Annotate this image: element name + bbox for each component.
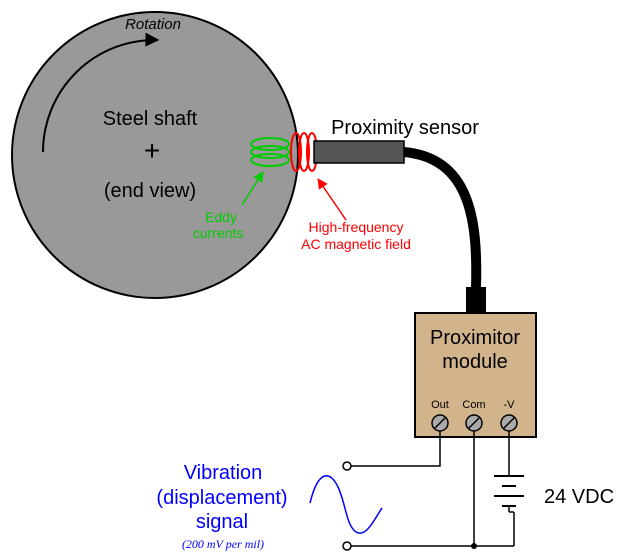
eddy-current-loops <box>250 137 290 167</box>
module-label-line1: Proximitor <box>430 327 520 349</box>
battery-symbol <box>494 475 524 513</box>
signal-label-line3: signal <box>196 511 248 533</box>
cable-connector <box>466 287 486 313</box>
wiring <box>351 431 515 547</box>
signal-waveform <box>309 475 383 534</box>
rotation-label: Rotation <box>125 16 181 33</box>
eddy-label-line2: currents <box>193 225 244 241</box>
rotation-arrow <box>42 32 160 153</box>
signal-scale-note: (200 mV per mil) <box>182 537 264 551</box>
wire-junction-dot <box>471 543 477 549</box>
shaft-center-mark: + <box>144 135 160 166</box>
sensor-label: Proximity sensor <box>331 117 479 139</box>
signal-label-line1: Vibration <box>184 462 263 484</box>
terminal-screw-out <box>431 414 449 432</box>
eddy-label-line1: Eddy <box>205 209 237 225</box>
sensor-cable <box>403 147 482 289</box>
signal-terminal-top <box>342 461 352 471</box>
signal-label-line2: (displacement) <box>156 487 287 509</box>
signal-terminal-bottom <box>342 541 352 551</box>
terminal-screw-com <box>465 414 483 432</box>
shaft-title: Steel shaft <box>103 108 198 130</box>
terminal-screw-neg-v <box>500 414 518 432</box>
terminal-label-out: Out <box>431 399 449 411</box>
field-arrow <box>317 178 347 221</box>
proximity-sensor-probe <box>313 140 405 164</box>
field-label-line2: AC magnetic field <box>301 236 411 252</box>
field-label-line1: High-frequency <box>309 219 404 235</box>
steel-shaft <box>11 11 299 299</box>
eddy-arrow <box>241 171 264 206</box>
terminal-label-neg-v: -V <box>504 399 516 411</box>
terminal-label-com: Com <box>462 399 485 411</box>
module-label-line2: module <box>442 351 508 373</box>
battery-label: 24 VDC <box>544 486 614 508</box>
shaft-subtitle: (end view) <box>104 180 196 202</box>
